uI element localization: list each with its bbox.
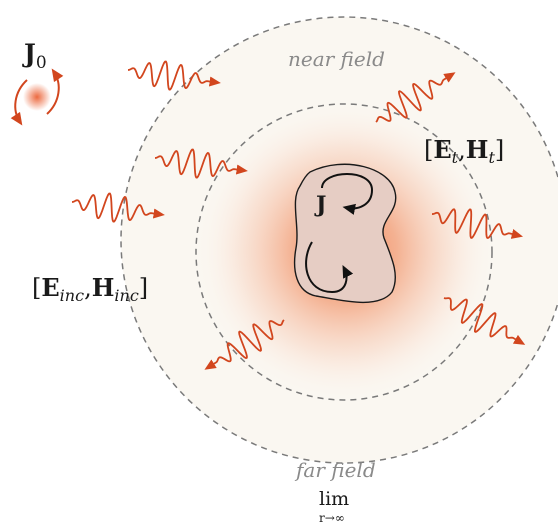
incident-field-label: [Einc,Hinc]: [32, 273, 148, 305]
wave-packet-5: [431, 208, 523, 239]
wave-packet-6: [443, 297, 526, 345]
source-current-label: J0: [22, 39, 47, 73]
source-glow: [23, 83, 51, 111]
current-loop-arrow-lower: [305, 241, 354, 294]
source-arrow-left: [10, 79, 28, 126]
source-arrow-right: [46, 68, 64, 115]
scatterer-current-label: J: [314, 192, 326, 218]
wave-packet-3: [71, 192, 165, 223]
wave-packet-2: [154, 148, 248, 179]
wave-packet-1: [127, 60, 221, 91]
far-field-label: far field: [294, 458, 376, 482]
near-field-label: near field: [288, 47, 385, 71]
current-loop-arrow-upper: [321, 173, 374, 215]
limit-label: lim: [319, 488, 349, 510]
near-field-boundary: [195, 103, 493, 401]
wave-packets: [71, 60, 526, 370]
wave-packet-4: [375, 72, 456, 123]
transmitted-field-label: [Et,Ht]: [424, 135, 504, 167]
wave-packet-7: [204, 319, 285, 370]
limit-subscript: r→∞: [319, 511, 345, 525]
